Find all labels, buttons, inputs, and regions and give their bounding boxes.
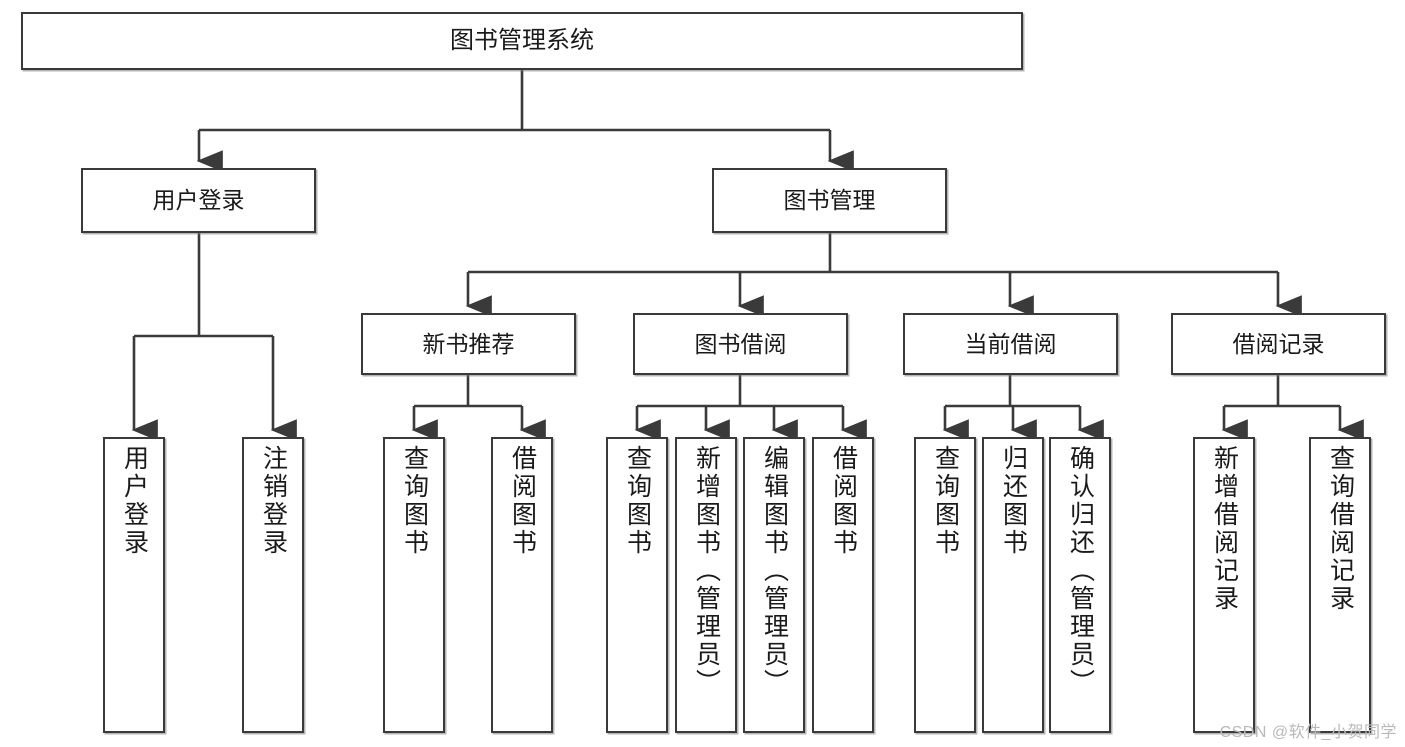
node-leaf-add-book-label: 新增图书（管理员）: [692, 445, 721, 697]
node-user-login-label: 用户登录: [152, 187, 245, 214]
node-leaf-logout[interactable]: 注销登录: [242, 437, 304, 733]
node-leaf-query-book-current[interactable]: 查询图书: [914, 437, 976, 733]
node-book-borrow[interactable]: 图书借阅: [633, 313, 848, 375]
node-leaf-add-book[interactable]: 新增图书（管理员）: [675, 437, 737, 733]
node-leaf-return-book[interactable]: 归还图书: [982, 437, 1044, 733]
node-leaf-query-record[interactable]: 查询借阅记录: [1309, 437, 1371, 733]
node-leaf-return-book-label: 归还图书: [999, 445, 1028, 557]
node-leaf-query-book-borrow-label: 查询图书: [623, 445, 652, 557]
node-leaf-borrow-book-rec[interactable]: 借阅图书: [491, 437, 553, 733]
node-leaf-borrow-book-rec-label: 借阅图书: [508, 445, 537, 557]
node-leaf-borrow-book-label: 借阅图书: [829, 445, 858, 557]
node-leaf-query-book-rec-label: 查询图书: [400, 445, 429, 557]
node-leaf-user-login[interactable]: 用户登录: [103, 437, 165, 733]
node-current-borrow[interactable]: 当前借阅: [903, 313, 1118, 375]
node-leaf-query-book-current-label: 查询图书: [931, 445, 960, 557]
node-leaf-confirm-return-label: 确认归还（管理员）: [1066, 445, 1095, 697]
node-leaf-borrow-book[interactable]: 借阅图书: [812, 437, 874, 733]
node-leaf-confirm-return[interactable]: 确认归还（管理员）: [1049, 437, 1111, 733]
node-leaf-query-book-borrow[interactable]: 查询图书: [606, 437, 668, 733]
node-new-book-rec-label: 新书推荐: [422, 330, 515, 357]
node-leaf-query-book-rec[interactable]: 查询图书: [383, 437, 445, 733]
node-leaf-query-record-label: 查询借阅记录: [1326, 445, 1355, 613]
node-leaf-add-record-label: 新增借阅记录: [1210, 445, 1239, 613]
node-borrow-record-label: 借阅记录: [1232, 330, 1325, 357]
node-book-manage[interactable]: 图书管理: [712, 168, 947, 233]
node-user-login[interactable]: 用户登录: [81, 168, 316, 233]
node-current-borrow-label: 当前借阅: [964, 330, 1057, 357]
node-borrow-record[interactable]: 借阅记录: [1171, 313, 1386, 375]
node-leaf-edit-book[interactable]: 编辑图书（管理员）: [743, 437, 805, 733]
node-book-borrow-label: 图书借阅: [694, 330, 787, 357]
node-root-label: 图书管理系统: [450, 27, 594, 55]
node-leaf-add-record[interactable]: 新增借阅记录: [1193, 437, 1255, 733]
node-new-book-rec[interactable]: 新书推荐: [361, 313, 576, 375]
node-book-manage-label: 图书管理: [783, 187, 876, 214]
watermark: CSDN @软件_小贺同学: [1219, 724, 1397, 741]
node-leaf-logout-label: 注销登录: [259, 445, 288, 557]
node-leaf-edit-book-label: 编辑图书（管理员）: [760, 445, 789, 697]
node-leaf-user-login-label: 用户登录: [120, 445, 149, 557]
node-root[interactable]: 图书管理系统: [21, 12, 1023, 70]
